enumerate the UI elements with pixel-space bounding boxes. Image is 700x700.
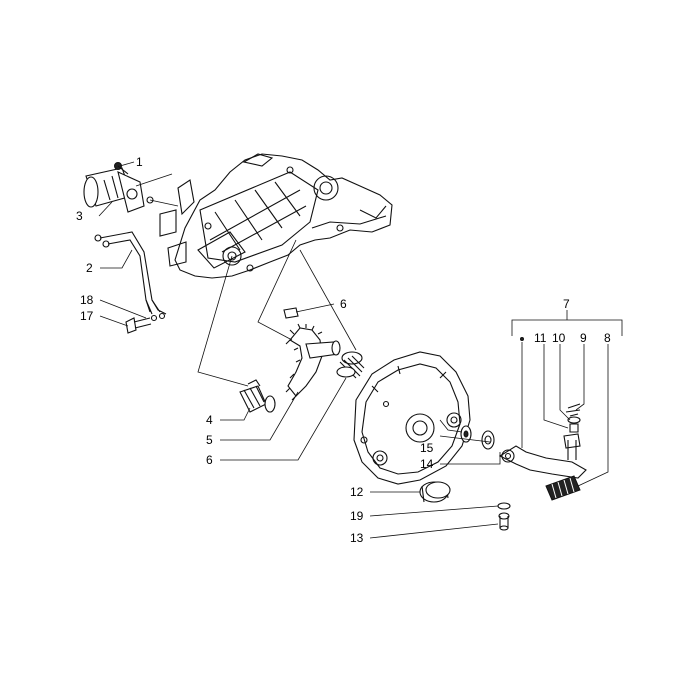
- rubber-grip-8: [545, 475, 581, 501]
- spring-clip-9: [565, 403, 581, 417]
- callout-5: 5: [206, 433, 213, 447]
- callout-7: 7: [563, 297, 570, 311]
- callout-6-lower: 6: [206, 453, 213, 467]
- return-spring: [336, 351, 365, 379]
- bracket-7: [511, 310, 623, 336]
- callout-11: 11: [534, 331, 547, 345]
- callout-17: 17: [80, 309, 94, 323]
- callout-10: 10: [552, 331, 566, 345]
- cap-12: [419, 481, 451, 503]
- callout-14: 14: [420, 457, 434, 471]
- callout-8: 8: [604, 331, 611, 345]
- callout-15: 15: [420, 441, 434, 455]
- callout-9: 9: [580, 331, 587, 345]
- washer-15: [460, 425, 472, 443]
- pin-6: [283, 307, 299, 319]
- kick-start-lever: [498, 433, 587, 479]
- assembly-lines: [135, 173, 357, 387]
- screw-17: [125, 317, 152, 334]
- starter-motor: [83, 167, 154, 213]
- leader-dot: [520, 337, 524, 341]
- wire-harness: [94, 231, 167, 322]
- callout-leaders: [98, 161, 609, 539]
- callout-19: 19: [350, 509, 364, 523]
- crankcase: [159, 153, 393, 279]
- callout-6-upper: 6: [340, 297, 347, 311]
- pin-11: [569, 423, 579, 433]
- callout-4: 4: [206, 413, 213, 427]
- callout-18: 18: [80, 293, 94, 307]
- kick-gear-sector: [285, 323, 341, 401]
- callout-13: 13: [350, 531, 364, 545]
- callout-12: 12: [350, 485, 364, 499]
- bolt-13: [498, 512, 510, 531]
- callout-2: 2: [86, 261, 93, 275]
- callout-3: 3: [76, 209, 83, 223]
- starter-drive: [239, 379, 276, 413]
- bolt-1: [114, 162, 129, 175]
- washer-19: [497, 502, 511, 510]
- callout-1: 1: [136, 155, 143, 169]
- bushing-14: [481, 430, 495, 450]
- circlip-10: [567, 416, 581, 424]
